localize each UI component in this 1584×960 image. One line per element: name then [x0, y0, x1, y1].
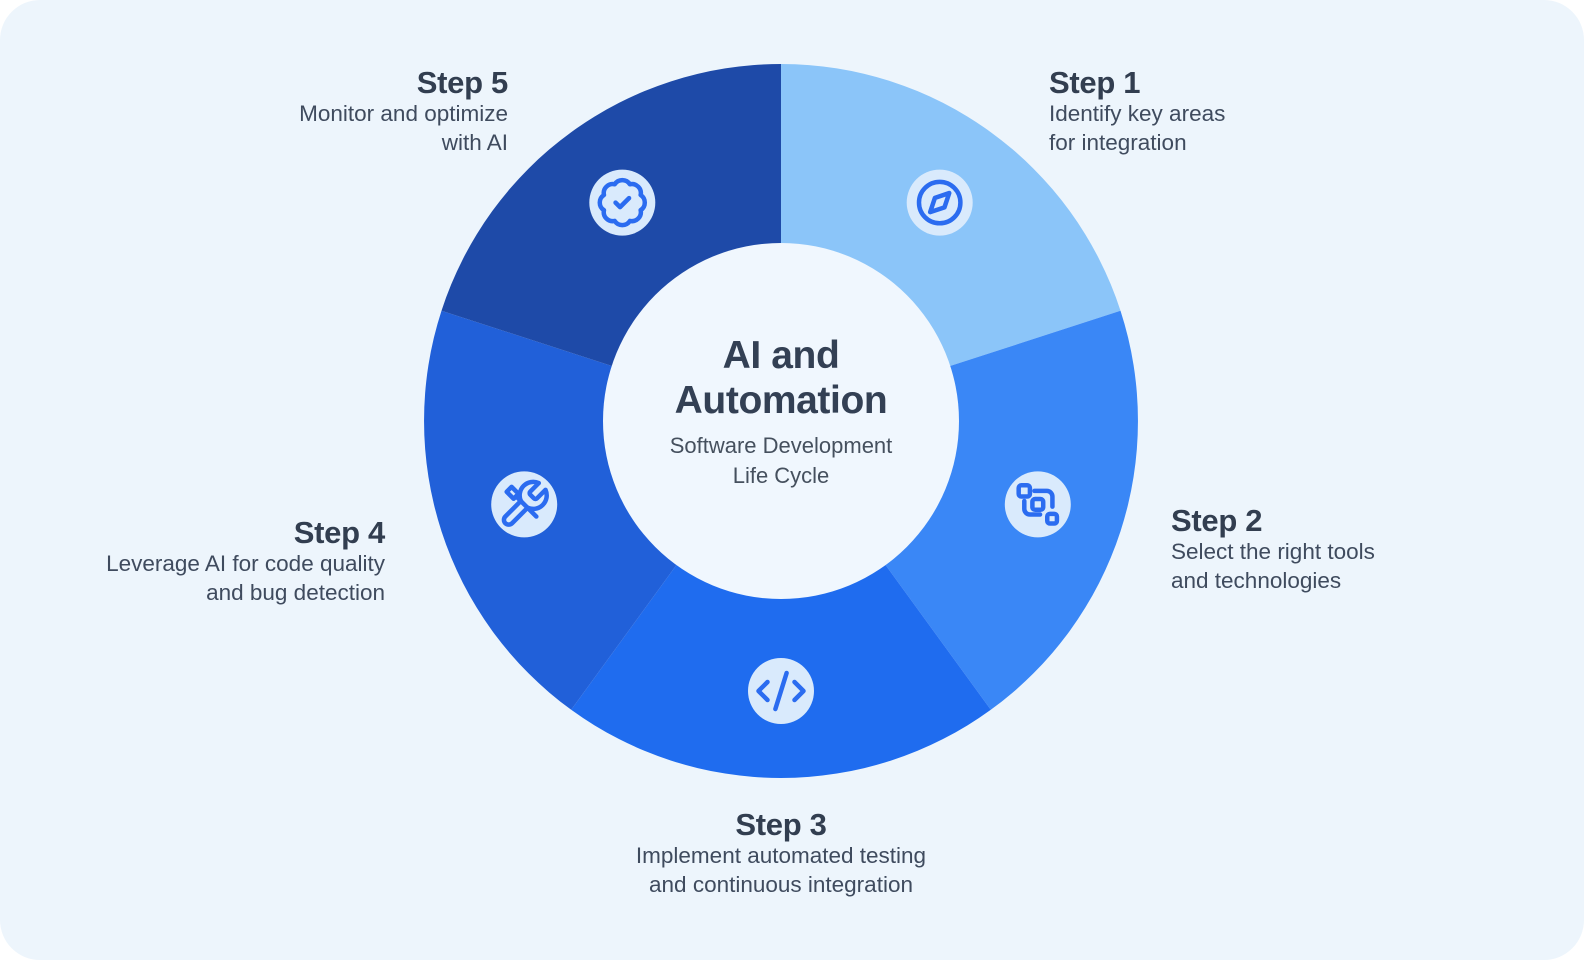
step-2-title: Step 2: [1171, 503, 1263, 538]
step-desc-line: Select the right tools: [1171, 539, 1375, 564]
step-1-title: Step 1: [1049, 65, 1141, 100]
page-title-line: AI and: [722, 334, 840, 377]
tools-icon: [491, 471, 558, 538]
step-4-title: Step 4: [293, 515, 386, 550]
step-desc-line: Monitor and optimize: [299, 101, 508, 126]
step-desc-line: and continuous integration: [649, 872, 913, 897]
step-2-description: Select the right tools and technologies: [1171, 537, 1375, 595]
badge-check-icon: [589, 169, 656, 236]
step-desc-line: Implement automated testing: [635, 843, 927, 868]
step-5-description: Monitor and optimize with AI: [299, 99, 508, 157]
step-desc-line: Leverage AI for code quality: [106, 551, 385, 576]
step-3-title: Step 3: [735, 807, 827, 842]
page-subtitle-line: Software Development: [669, 433, 893, 458]
step-1-callout: Step 1 Identify key areas for integration: [1049, 67, 1225, 157]
step-desc-line: with AI: [441, 130, 508, 155]
step-4-callout: Step 4 Leverage AI for code quality and b…: [106, 517, 385, 607]
step-desc-line: for integration: [1049, 130, 1187, 155]
step-5-title: Step 5: [416, 65, 509, 100]
compass-icon: [906, 169, 973, 236]
step-1-description: Identify key areas for integration: [1049, 99, 1225, 157]
step-3-description: Implement automated testing and continuou…: [636, 841, 926, 899]
page-subtitle-line: Life Cycle: [732, 463, 830, 488]
icon-badge-circle: [1004, 471, 1071, 538]
center-circle: [603, 243, 959, 599]
step-desc-line: Identify key areas: [1049, 101, 1226, 126]
step-desc-line: and technologies: [1171, 568, 1342, 593]
icon-badge-circle: [906, 169, 973, 236]
step-2-callout: Step 2 Select the right tools and technol…: [1171, 505, 1375, 595]
page-title-line: Automation: [674, 379, 888, 422]
step-desc-line: and bug detection: [206, 580, 385, 605]
flowchart-icon: [1004, 471, 1071, 538]
code-icon: [748, 658, 814, 724]
step-5-callout: Step 5 Monitor and optimize with AI: [299, 67, 508, 157]
step-4-description: Leverage AI for code quality and bug dete…: [106, 549, 385, 607]
step-3-callout: Step 3 Implement automated testing and co…: [636, 809, 926, 899]
